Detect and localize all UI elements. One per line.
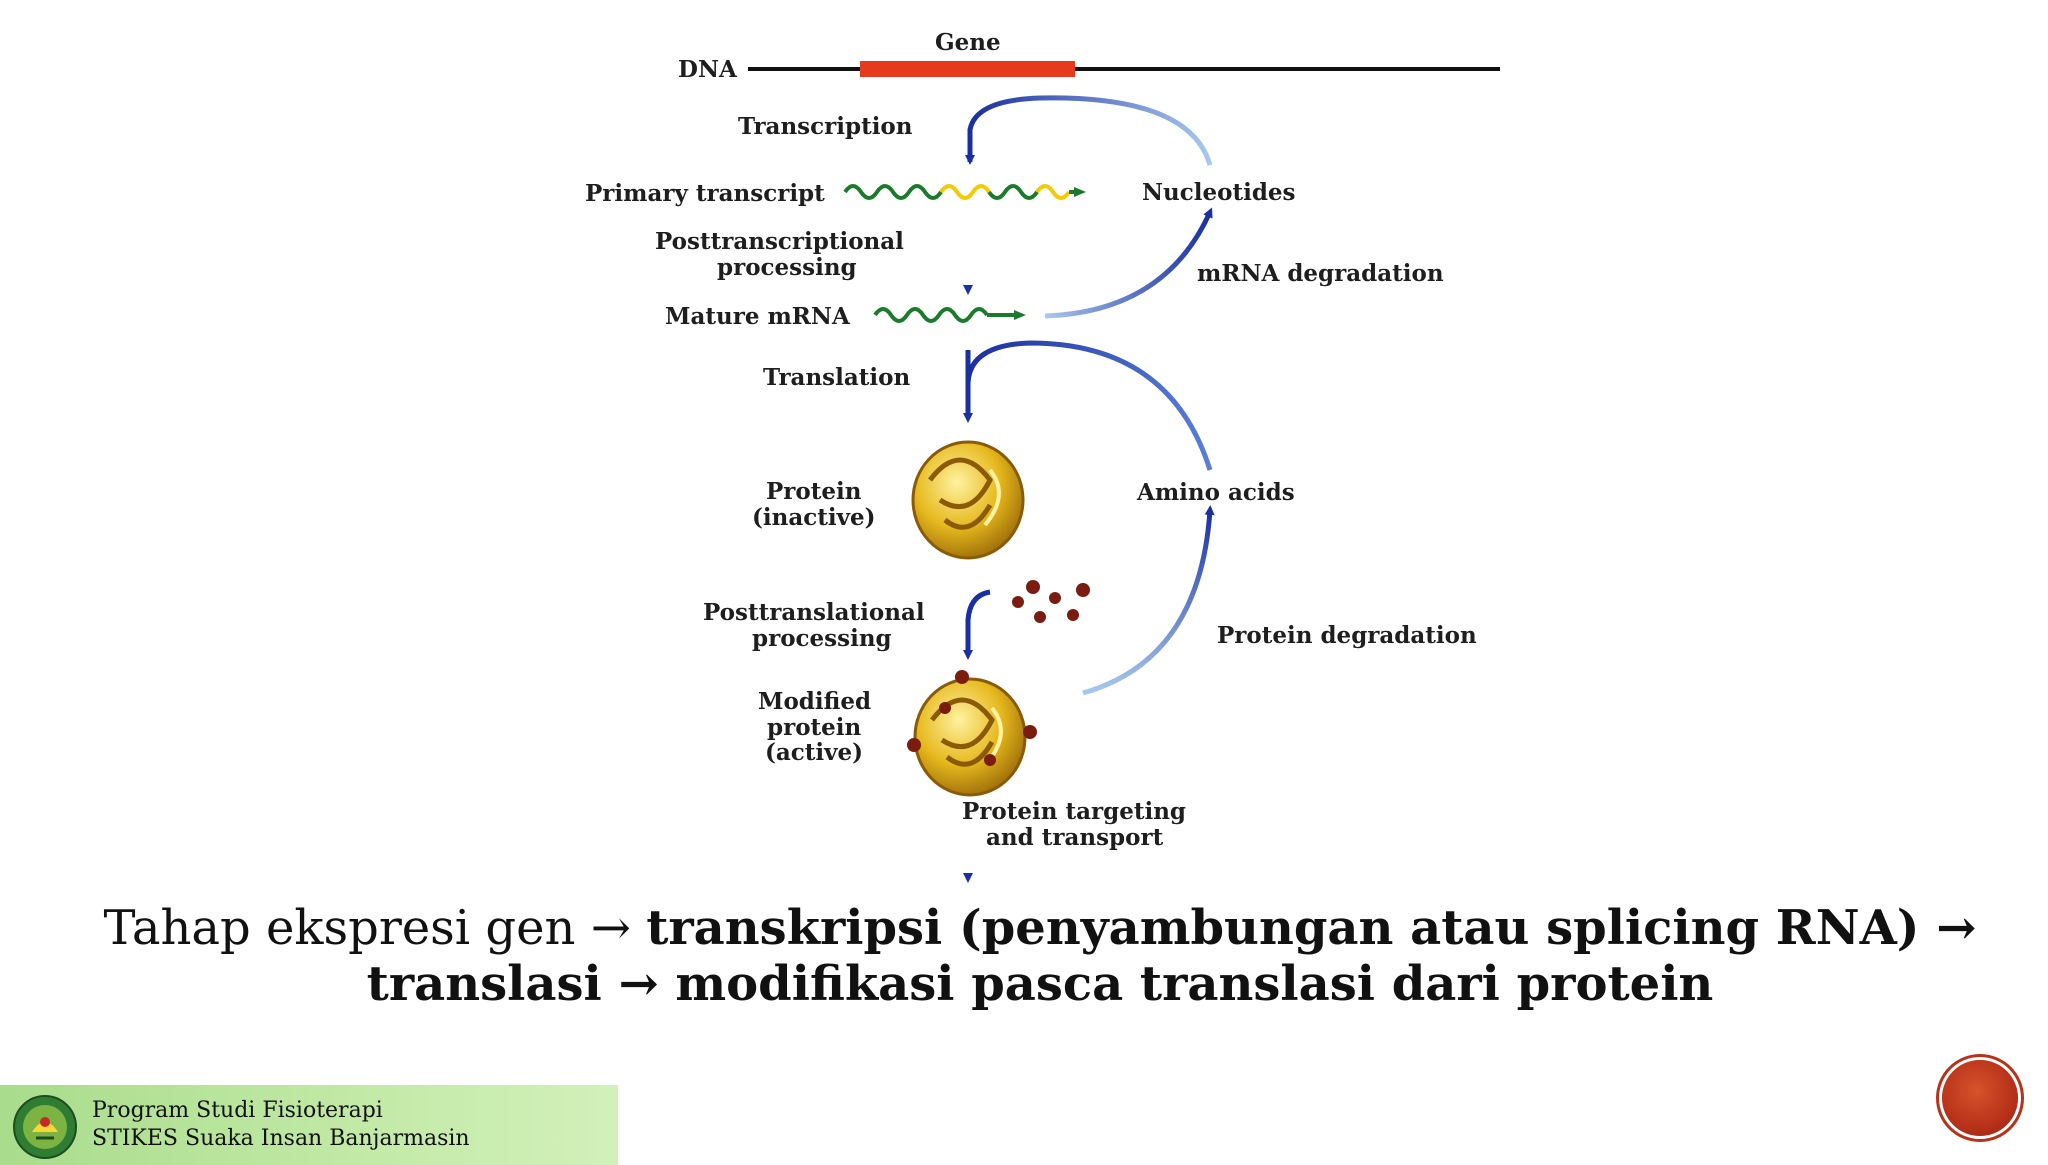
- footer-program: Program Studi Fisioterapi: [92, 1098, 383, 1123]
- gene-segment: [860, 61, 1075, 77]
- gene-label: Gene: [935, 29, 1001, 56]
- amino-acids-label: Amino acids: [1136, 479, 1295, 506]
- modified-label-1: Modified: [758, 688, 871, 715]
- protein-degradation-arc: [1082, 505, 1215, 696]
- posttranscriptional-label-2: processing: [717, 254, 857, 281]
- primary-transcript-intron-2: [1035, 184, 1071, 200]
- dna-label: DNA: [678, 56, 738, 83]
- protein-degradation-label: Protein degradation: [1217, 622, 1477, 649]
- posttranslational-label-1: Posttranslational: [703, 599, 925, 626]
- modified-label-2: protein: [767, 714, 862, 741]
- protein-label-1: Protein: [766, 478, 862, 505]
- caption-line-1: Tahap ekspresi gen → transkripsi (penyam…: [60, 900, 2020, 956]
- gene-expression-diagram: DNA Gene Transcription Primary transcrip…: [585, 29, 1500, 883]
- targeting-label-1: Protein targeting: [962, 798, 1186, 825]
- posttranslational-arrow: [963, 589, 991, 660]
- amino-acid-arc: [965, 340, 1213, 471]
- primary-transcript-exon-2: [987, 184, 1039, 200]
- footer-institution: STIKES Suaka Insan Banjarmasin: [92, 1126, 470, 1151]
- next-slide-button[interactable]: [1942, 1060, 2018, 1136]
- protein-label-2: (inactive): [752, 504, 876, 531]
- mature-mrna-label: Mature mRNA: [665, 303, 851, 330]
- transcription-label: Transcription: [738, 113, 913, 140]
- primary-transcript-intron-1: [939, 184, 991, 200]
- slide-caption: Tahap ekspresi gen → transkripsi (penyam…: [60, 900, 2020, 1012]
- phosphate-groups-icon: [1012, 580, 1090, 623]
- footer-text: Program Studi Fisioterapi STIKES Suaka I…: [92, 1097, 470, 1153]
- posttranslational-label-2: processing: [752, 625, 892, 652]
- primary-transcript-rna: [843, 184, 943, 200]
- targeting-label-2: and transport: [986, 824, 1164, 851]
- nucleotides-label: Nucleotides: [1142, 179, 1296, 206]
- modified-label-3: (active): [765, 739, 863, 766]
- caption-line-2-bold: translasi → modifikasi pasca translasi d…: [366, 956, 1714, 1012]
- caption-line-1-bold: transkripsi (penyambungan atau splicing …: [646, 900, 1977, 956]
- translation-label: Translation: [763, 364, 910, 391]
- caption-line-2: translasi → modifikasi pasca translasi d…: [60, 956, 2020, 1012]
- institution-logo-icon: [13, 1095, 77, 1159]
- mrna-degradation-label: mRNA degradation: [1197, 260, 1444, 287]
- primary-transcript-label: Primary transcript: [585, 180, 825, 207]
- nucleotide-recycle-arc: [967, 95, 1213, 166]
- mrna-degradation-arc: [1044, 207, 1213, 319]
- mature-mrna-rna: [873, 307, 989, 323]
- caption-line-1-plain: Tahap ekspresi gen →: [103, 900, 647, 956]
- protein-inactive-icon: [911, 440, 1025, 560]
- posttranscriptional-label-1: Posttranscriptional: [655, 228, 904, 255]
- protein-active-icon: [907, 670, 1037, 797]
